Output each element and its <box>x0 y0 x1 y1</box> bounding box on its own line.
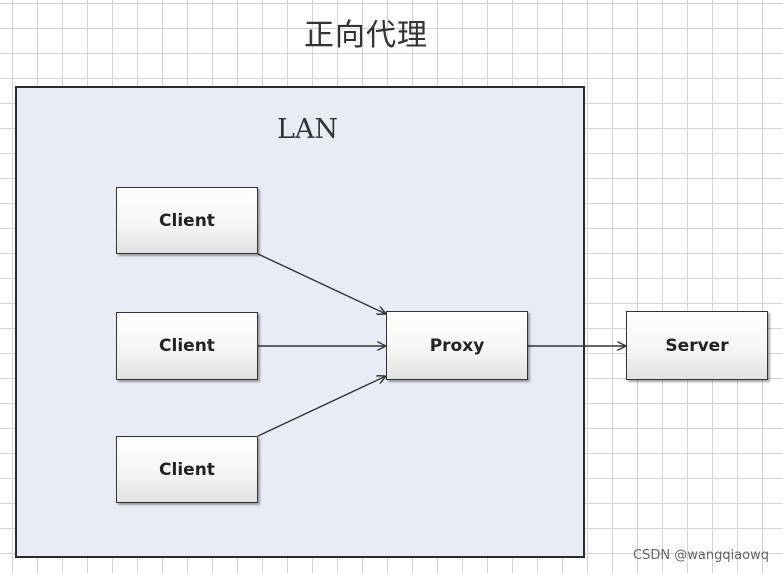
arrow-client1-to-proxy <box>257 253 386 314</box>
client-box-3: Client <box>116 436 258 503</box>
diagram-title: 正向代理 <box>304 18 428 53</box>
server-box: Server <box>626 311 768 380</box>
client-box-1: Client <box>116 187 258 254</box>
client-box-2: Client <box>116 312 258 380</box>
watermark: CSDN @wangqiaowq <box>633 548 769 563</box>
proxy-box: Proxy <box>386 311 528 380</box>
lan-label: LAN <box>277 114 339 145</box>
arrow-client3-to-proxy <box>257 376 386 437</box>
